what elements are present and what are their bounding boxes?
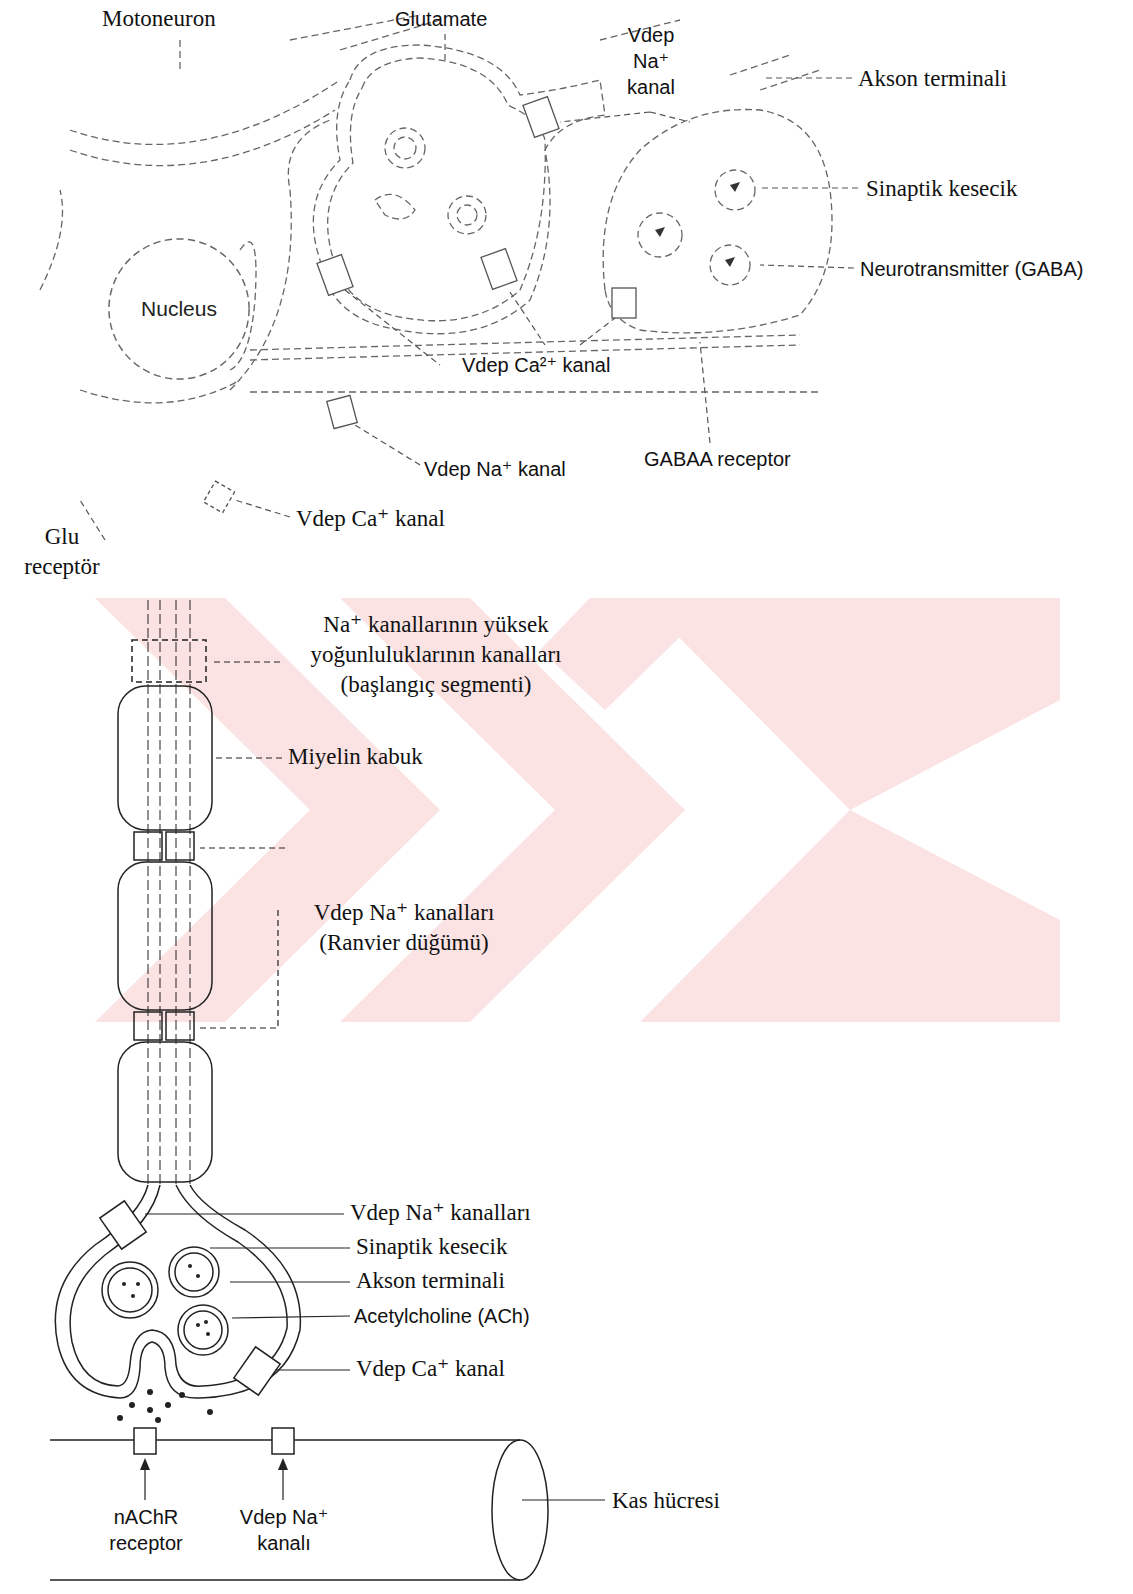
axon bbox=[50, 600, 548, 1580]
part-label: Motoneuron bbox=[102, 4, 216, 34]
part-label: Vdep Ca²⁺ kanal bbox=[462, 352, 610, 378]
part-label: Vdep Na⁺ kanalları bbox=[350, 1198, 531, 1228]
part-label: Vdep Na⁺ kanal bbox=[614, 22, 688, 100]
part-label: Vdep Ca⁺ kanal bbox=[356, 1354, 505, 1384]
motoneuron-sketch bbox=[40, 15, 832, 403]
part-label: GABAA receptor bbox=[644, 446, 791, 472]
part-label: Akson terminali bbox=[858, 64, 1007, 94]
top-channels bbox=[203, 97, 636, 513]
part-label: Sinaptik kesecik bbox=[356, 1232, 507, 1262]
part-label: Akson terminali bbox=[356, 1266, 505, 1296]
part-label: Vdep Na⁺ kanalı bbox=[234, 1504, 334, 1556]
part-label: Vdep Na⁺ kanal bbox=[424, 456, 566, 482]
leader-line bbox=[80, 34, 858, 540]
bottom-channels bbox=[100, 1201, 294, 1454]
watermark bbox=[95, 598, 1060, 1022]
part-label: Sinaptik kesecik bbox=[866, 174, 1017, 204]
part-label: Vdep Na⁺ kanalları (Ranvier düğümü) bbox=[288, 898, 520, 958]
part-label: nAChR receptor bbox=[96, 1504, 196, 1556]
part-label: Glu receptör bbox=[14, 522, 110, 582]
part-label: Glutamate bbox=[395, 6, 487, 32]
part-label: Kas hücresi bbox=[612, 1486, 720, 1516]
nucleus-circle: Nucleus bbox=[106, 236, 252, 382]
part-label: Vdep Ca⁺ kanal bbox=[296, 504, 445, 534]
part-label: Acetylcholine (ACh) bbox=[354, 1303, 530, 1329]
arrowhead bbox=[140, 1458, 288, 1470]
node-text: Nucleus bbox=[141, 297, 217, 321]
part-label: Neurotransmitter (GABA) bbox=[860, 256, 1083, 282]
part-label: Na⁺ kanallarının yüksek yoğunluluklarını… bbox=[286, 610, 586, 700]
part-label: Miyelin kabuk bbox=[288, 742, 423, 772]
leader-line bbox=[145, 662, 605, 1500]
gaba-molecules bbox=[655, 182, 740, 267]
ach-dots bbox=[117, 1264, 213, 1423]
